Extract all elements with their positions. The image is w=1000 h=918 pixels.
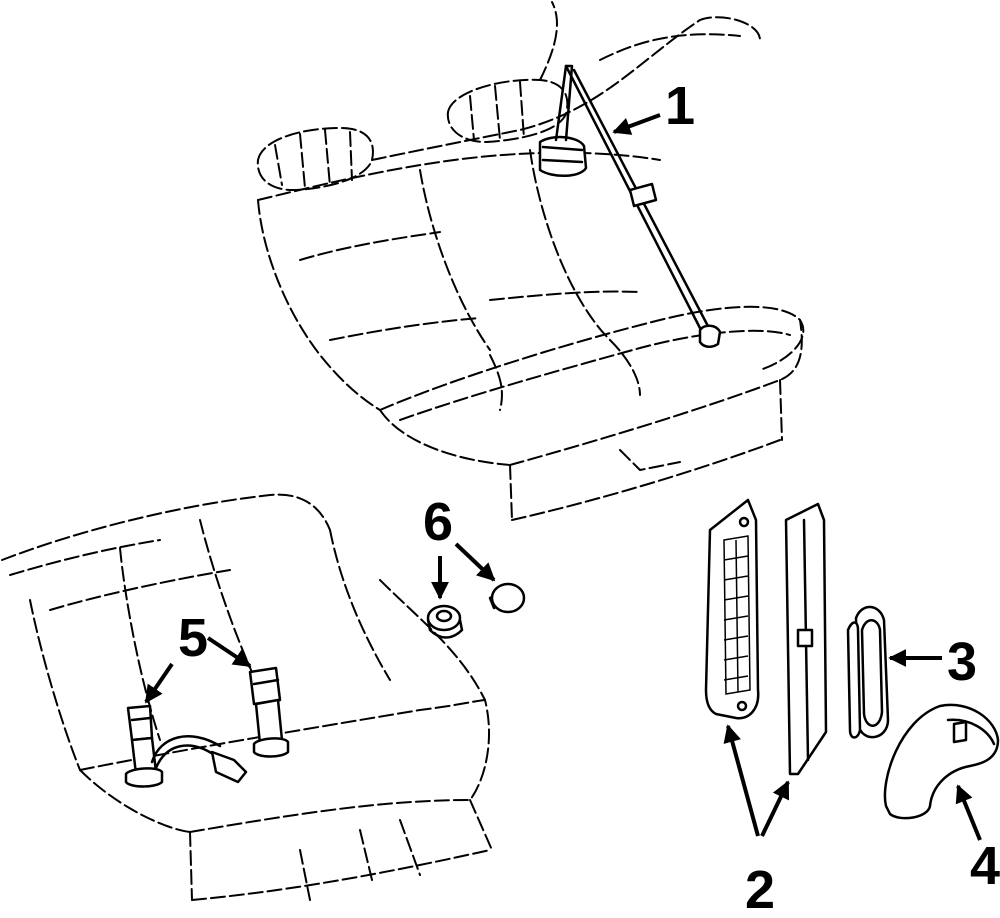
spacer-and-bolt [426,582,526,639]
trim-cover [883,703,1000,820]
trim-bezel [846,605,890,739]
callout-labels: 1 2 3 4 5 6 [178,76,1000,918]
trim-panels [704,498,828,776]
leader-arrows [144,113,982,841]
callout-1: 1 [665,76,695,136]
callout-3: 3 [947,632,977,692]
callout-5: 5 [178,608,208,668]
rear-seat-upper [256,1,805,521]
shoulder-belt-assembly [538,64,722,348]
callout-2: 2 [745,860,775,918]
callout-4: 4 [970,836,1000,896]
bench-seat-lower [1,493,493,901]
callout-6: 6 [423,492,453,552]
seat-belt-buckles [124,666,290,788]
